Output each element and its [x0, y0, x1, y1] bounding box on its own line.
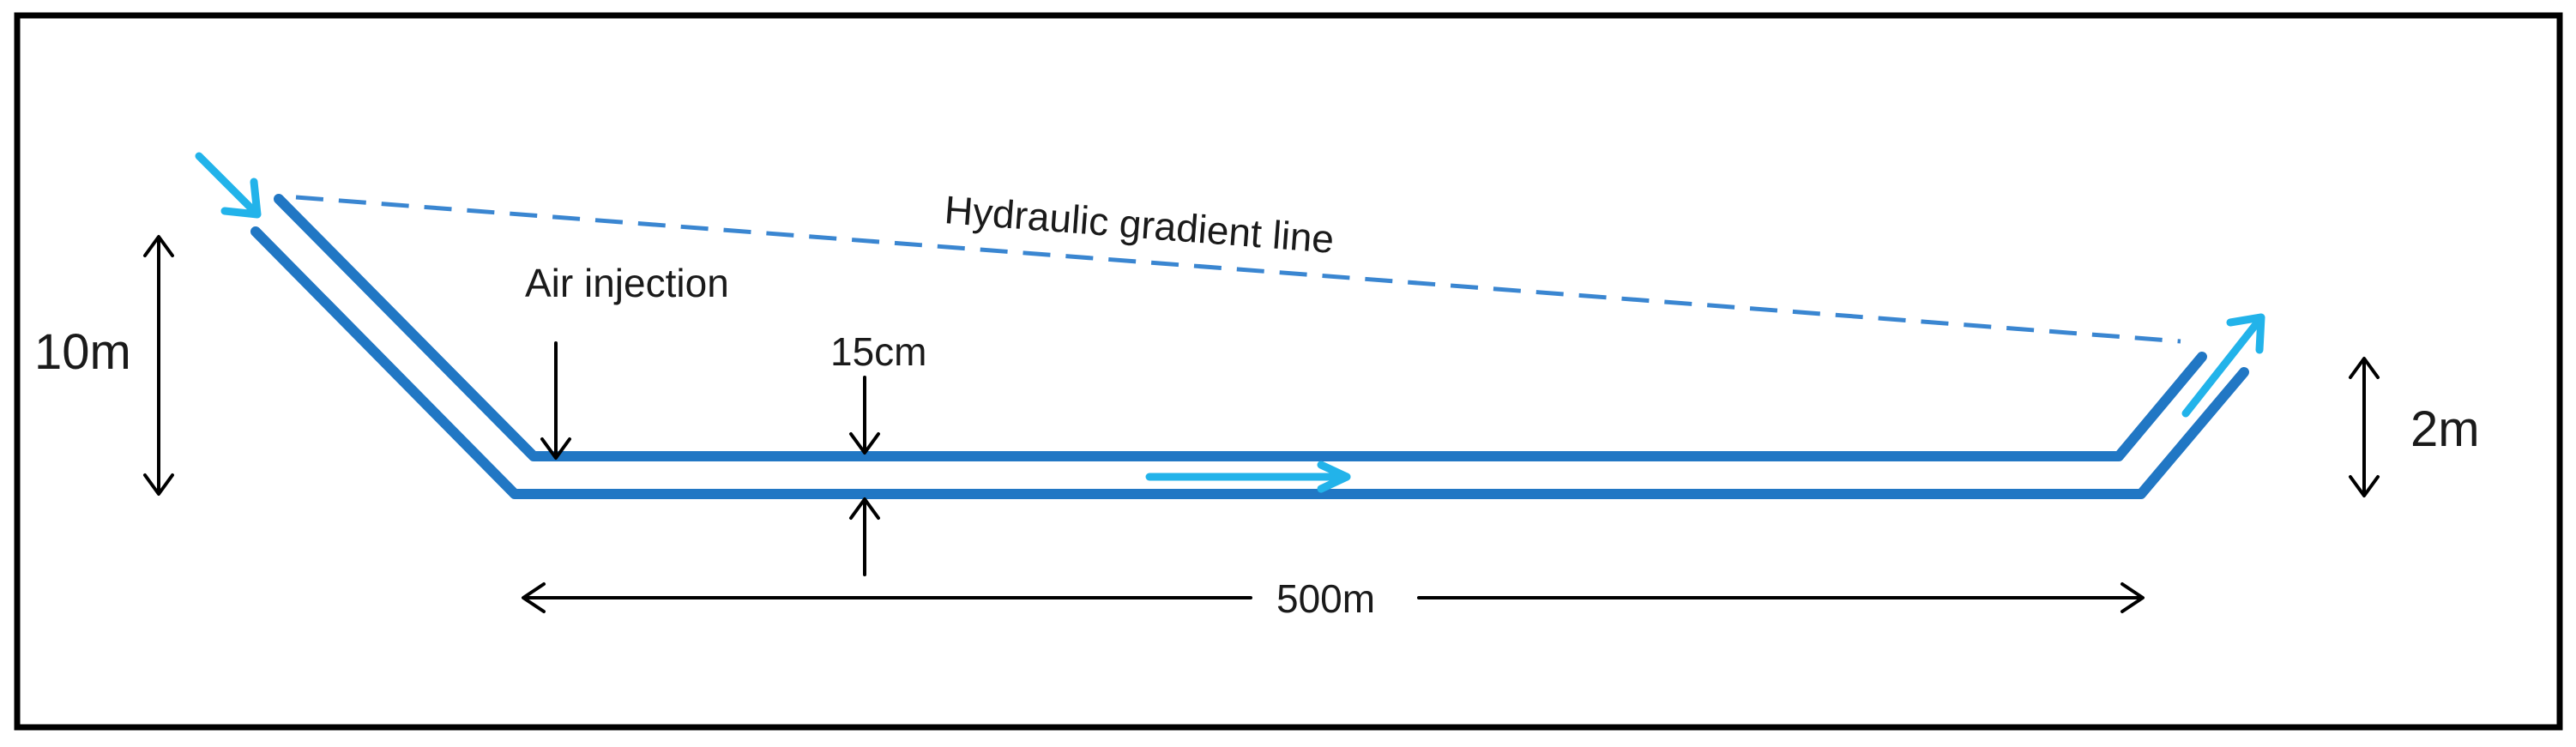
- left-height-dimension: [143, 235, 174, 496]
- arrow-right-icon: [1145, 461, 1351, 493]
- right-height-dimension: [2349, 357, 2380, 497]
- air-injection-label: Air injection: [525, 261, 729, 305]
- pipe-lower-wall: [250, 226, 2249, 499]
- left-height-label: 10m: [34, 324, 131, 380]
- pipe-upper-wall: [274, 194, 2207, 461]
- hydraulic-gradient-line: [295, 195, 2181, 344]
- air-injection-arrow: [540, 341, 571, 460]
- pipe: [250, 194, 2249, 499]
- diagram-frame: [14, 12, 2563, 731]
- pipe-length-label: 500m: [1276, 576, 1375, 621]
- pipe-diameter-arrows: [849, 376, 880, 576]
- right-height-label: 2m: [2410, 401, 2480, 457]
- arrow-down-right-icon: [195, 152, 262, 219]
- pipe-diameter-label: 15cm: [830, 329, 926, 374]
- arrow-up-right-icon: [2181, 313, 2265, 418]
- pipe-length-dimension: [522, 582, 2145, 613]
